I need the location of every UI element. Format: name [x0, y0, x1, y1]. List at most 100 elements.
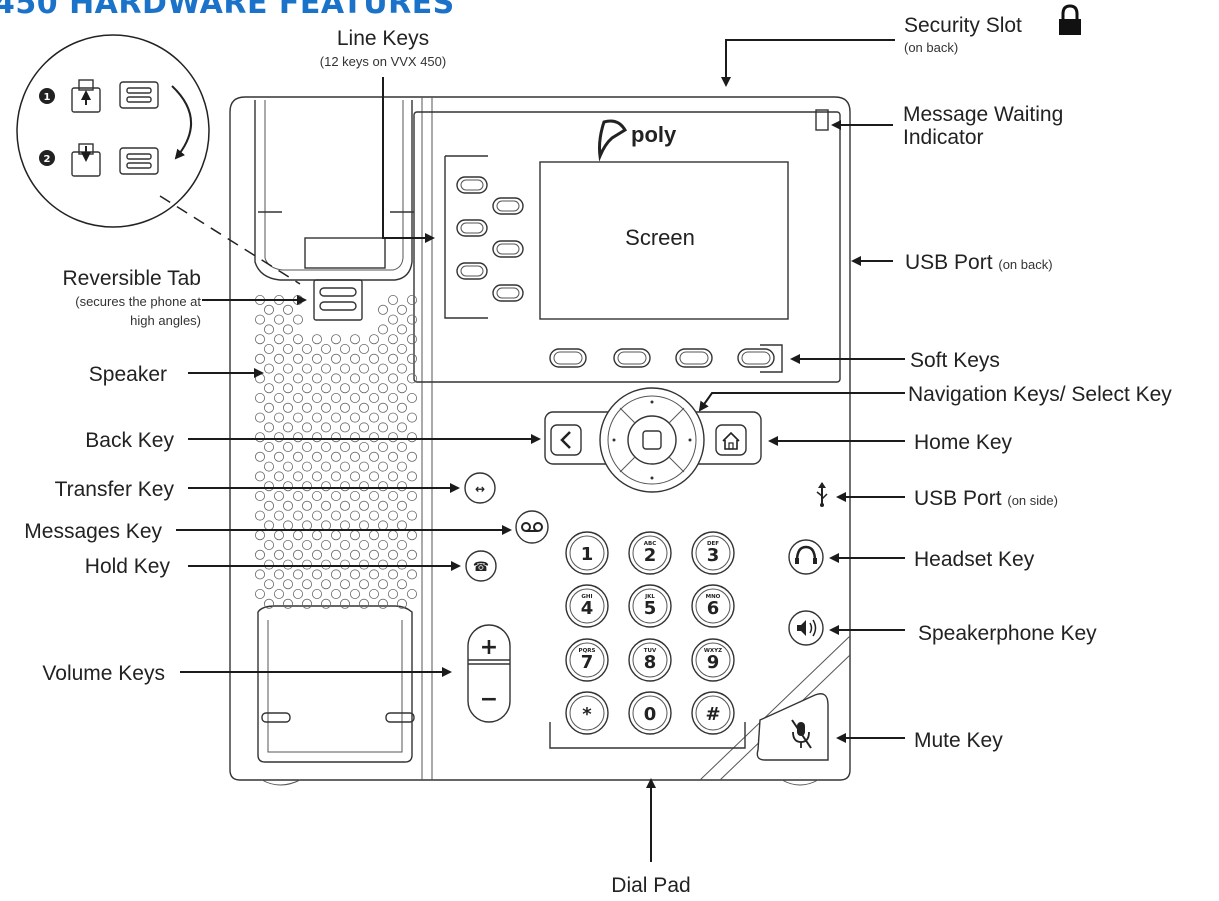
mute-mic-icon	[791, 719, 812, 749]
line-key[interactable]	[492, 197, 524, 215]
dial-key-digit: 3	[707, 545, 720, 566]
back-chevron-icon	[560, 431, 571, 449]
line-keys[interactable]	[456, 176, 524, 302]
dial-key-letters: JKL	[644, 594, 655, 600]
line-key[interactable]	[456, 219, 488, 237]
home-key[interactable]	[715, 424, 747, 456]
dial-key-digit: 4	[581, 598, 594, 619]
usb-port-side-label: USB Port (on side)	[914, 487, 1058, 510]
reversible-tab[interactable]	[313, 279, 363, 321]
dial-key-digit: *	[582, 704, 592, 725]
soft-keys[interactable]	[549, 348, 775, 368]
dial-key-digit: 9	[707, 652, 720, 673]
brand-text: poly	[631, 122, 677, 147]
back-key-label: Back Key	[85, 429, 174, 452]
soft-keys-label: Soft Keys	[910, 349, 1000, 372]
callout-arrows	[176, 39, 905, 862]
voicemail-icon	[521, 522, 543, 532]
security-slot-label: Security Slot	[904, 14, 1022, 37]
soft-key[interactable]	[737, 348, 775, 368]
reversible-tab-inset: 1 2	[16, 34, 301, 285]
volume-down-key[interactable]: −	[480, 687, 498, 712]
inset-step-2: 2	[44, 154, 51, 165]
headset-key[interactable]	[788, 539, 824, 575]
screen-label: Screen	[625, 225, 695, 250]
reversible-tab-label: Reversible Tab	[62, 267, 201, 290]
transfer-icon: ↔	[475, 482, 485, 496]
hold-key[interactable]: ☎	[465, 550, 497, 582]
dial-key-letters: TUV	[644, 648, 657, 654]
volume-up-key[interactable]: +	[480, 635, 498, 660]
headset-icon	[795, 545, 817, 562]
soft-key[interactable]	[549, 348, 587, 368]
line-keys-label: Line Keys	[337, 27, 429, 50]
speaker-icon	[797, 619, 817, 637]
dial-key-digit: 7	[581, 652, 594, 673]
back-key[interactable]	[550, 424, 582, 456]
select-key[interactable]	[642, 430, 662, 450]
messages-key[interactable]	[515, 510, 549, 544]
usb-icon	[816, 482, 828, 507]
dial-key-digit: 6	[707, 598, 720, 619]
dial-key-digit: 8	[644, 652, 657, 673]
speaker-label: Speaker	[89, 363, 167, 386]
volume-keys[interactable]: + −	[467, 624, 511, 723]
home-key-label: Home Key	[914, 431, 1013, 454]
volume-keys-label: Volume Keys	[42, 662, 165, 685]
dial-key-digit: #	[705, 704, 720, 725]
security-slot-sublabel: (on back)	[904, 40, 958, 55]
dial-key-letters: MNO	[706, 594, 721, 600]
dial-key-letters: ABC	[644, 541, 657, 547]
message-waiting-label-line2: Indicator	[903, 126, 984, 149]
line-key[interactable]	[456, 176, 488, 194]
speakerphone-key[interactable]	[788, 610, 824, 646]
line-keys-sublabel: (12 keys on VVX 450)	[320, 54, 446, 69]
dial-key-letters: GHI	[581, 594, 592, 600]
message-waiting-label-line1: Message Waiting	[903, 103, 1063, 126]
hold-key-label: Hold Key	[85, 555, 171, 578]
dial-key-digit: 5	[644, 598, 657, 619]
navigation-keys-label: Navigation Keys/ Select Key	[908, 383, 1172, 406]
dial-key[interactable]: #	[691, 691, 735, 735]
reversible-tab-sublabel1: (secures the phone at	[75, 294, 201, 309]
dial-key-digit: 2	[644, 545, 657, 566]
transfer-key[interactable]: ↔	[464, 472, 496, 504]
navigation-cluster[interactable]	[544, 387, 762, 493]
headset-key-label: Headset Key	[914, 548, 1035, 571]
dial-key[interactable]: 1	[565, 531, 609, 575]
page-heading: 450 HARDWARE FEATURES	[0, 0, 455, 21]
dial-key[interactable]: *	[565, 691, 609, 735]
line-key[interactable]	[492, 284, 524, 302]
transfer-key-label: Transfer Key	[55, 478, 175, 501]
line-key[interactable]	[456, 262, 488, 280]
labels: Line Keys (12 keys on VVX 450) Security …	[24, 4, 1172, 897]
soft-key[interactable]	[675, 348, 713, 368]
dial-key-digit: 1	[581, 544, 594, 565]
dial-key-digit: 0	[644, 704, 657, 725]
inset-step-1: 1	[44, 92, 51, 103]
speakerphone-key-label: Speakerphone Key	[918, 622, 1097, 645]
reversible-tab-sublabel2: high angles)	[130, 313, 201, 328]
mute-key-label: Mute Key	[914, 729, 1003, 752]
screen	[539, 161, 789, 320]
soft-key[interactable]	[613, 348, 651, 368]
dial-key-letters: WXYZ	[704, 648, 722, 654]
usb-port-back-label: USB Port (on back)	[905, 251, 1053, 274]
mute-key[interactable]	[756, 693, 829, 761]
speaker-grille	[254, 294, 417, 609]
poly-logo-icon: poly	[598, 119, 677, 162]
dial-key[interactable]: 0	[628, 691, 672, 735]
dial-key-letters: PQRS	[579, 648, 596, 654]
line-key[interactable]	[492, 240, 524, 258]
message-waiting-indicator	[815, 109, 829, 131]
